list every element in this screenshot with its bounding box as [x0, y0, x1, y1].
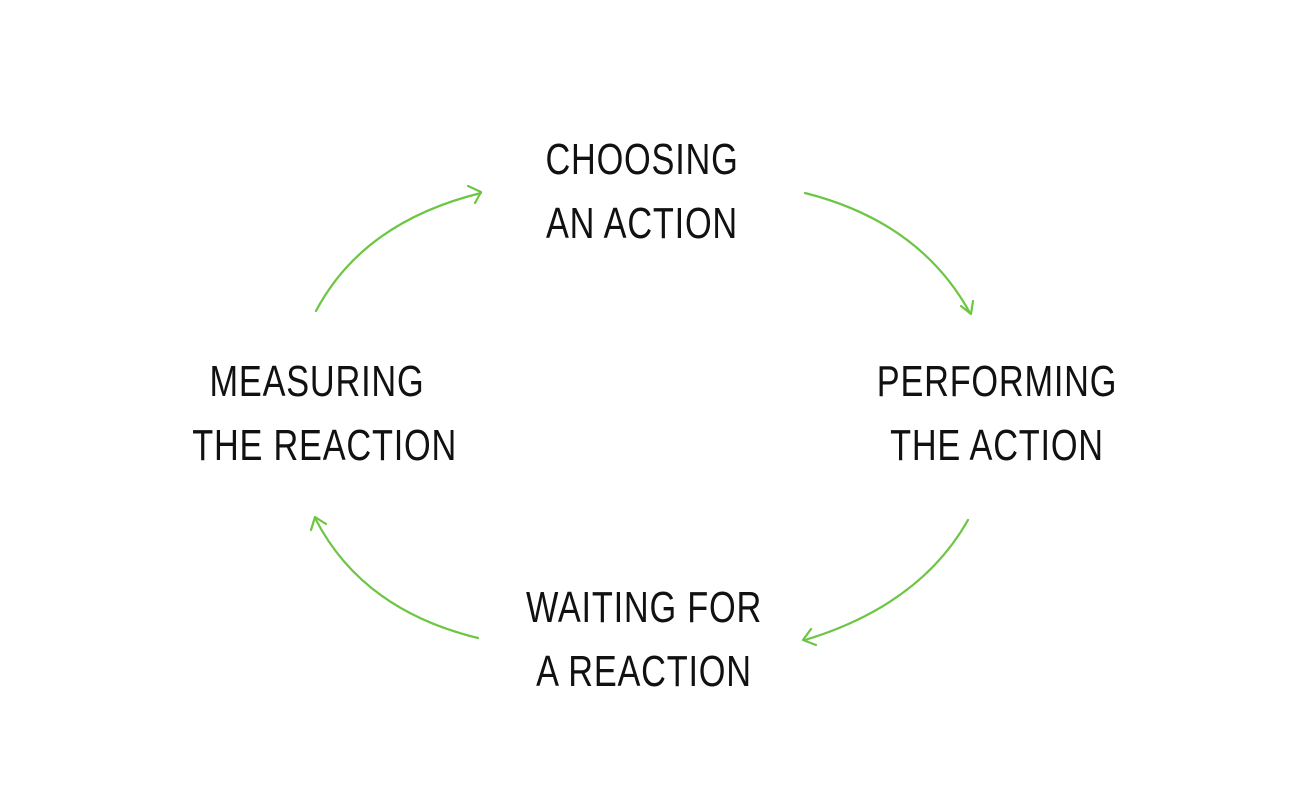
arrow-bottom-to-left-curve [313, 516, 480, 640]
node-right-line2: THE ACTION [890, 421, 1104, 470]
node-performing-the-action: PERFORMING THE ACTION [872, 350, 1122, 478]
node-top-line2: AN ACTION [545, 199, 739, 248]
node-bottom-line2: A REACTION [536, 647, 752, 696]
node-top-line1: CHOOSING [545, 135, 739, 184]
node-measuring-the-reaction: MEASURING THE REACTION [192, 350, 458, 478]
arrow-right-to-bottom-head [801, 627, 818, 647]
node-waiting-for-a-reaction: WAITING FOR A REACTION [519, 576, 769, 704]
node-left-line2: THE REACTION [192, 421, 458, 470]
arrow-top-to-right-head [959, 299, 975, 316]
arrow-bottom-to-left [309, 515, 480, 640]
arrow-left-to-top [314, 184, 483, 313]
arrow-bottom-to-left-head [309, 515, 328, 532]
arrow-right-to-bottom [801, 518, 970, 647]
arrow-top-to-right-curve [803, 191, 972, 315]
node-choosing-an-action: CHOOSING AN ACTION [517, 128, 767, 256]
arrow-left-to-top-head [466, 184, 483, 205]
node-bottom-line1: WAITING FOR [525, 583, 763, 632]
arrow-right-to-bottom-curve [803, 518, 970, 642]
node-left-line1: MEASURING [209, 357, 425, 406]
arrow-top-to-right [803, 191, 975, 316]
arrow-left-to-top-curve [314, 191, 483, 313]
node-right-line1: PERFORMING [876, 357, 1118, 406]
